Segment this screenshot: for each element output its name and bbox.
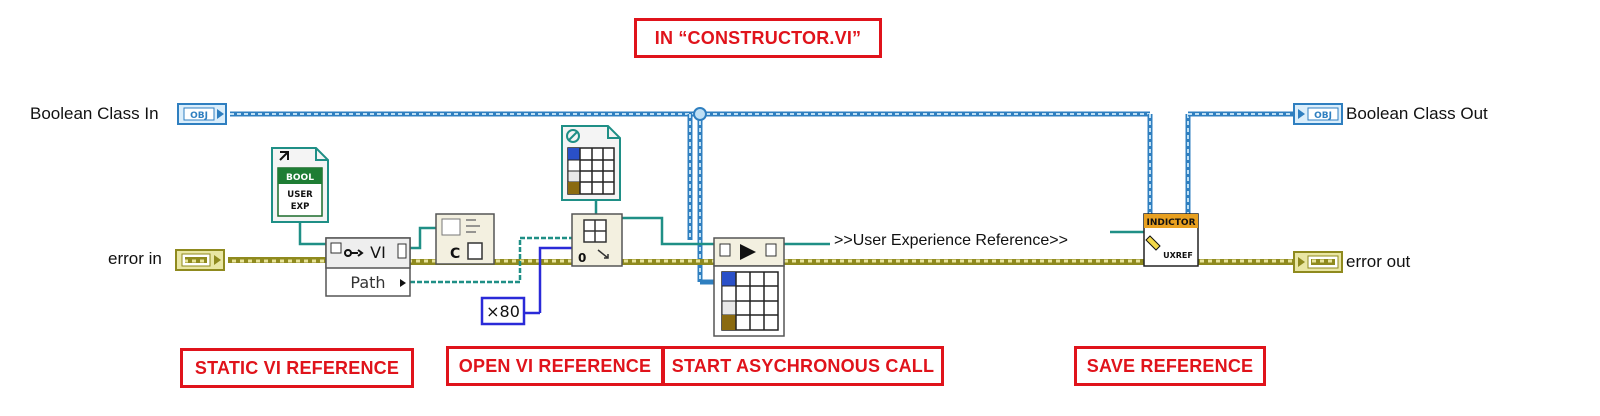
save-reference-callout: SAVE REFERENCE — [1074, 346, 1266, 386]
constructor-vi-callout: IN “CONSTRUCTOR.VI” — [634, 18, 882, 58]
no-symbol-icon — [566, 129, 580, 143]
boolean-class-out-label: Boolean Class Out — [1346, 104, 1488, 123]
static-vi-reference-callout: STATIC VI REFERENCE — [180, 348, 414, 388]
zero-label: 0 — [578, 251, 586, 265]
vi-property-node[interactable]: VI Path — [325, 237, 411, 297]
save-reference-node[interactable]: INDICTOR UXREF — [1143, 213, 1199, 267]
options-constant[interactable]: ×80 — [480, 296, 540, 326]
open-vi-reference-callout: OPEN VI REFERENCE — [446, 346, 664, 386]
error-in-terminal[interactable] — [175, 249, 225, 271]
user-experience-reference-wire-label: >>User Experience Reference>> — [834, 232, 1068, 249]
build-path-node[interactable]: C — [435, 213, 495, 265]
vi-label: VI — [370, 243, 386, 262]
file-icon — [467, 242, 483, 260]
start-async-call-callout: START ASYCHRONOUS CALL — [662, 346, 944, 386]
path-wire[interactable] — [298, 200, 1146, 313]
constant-value: ×80 — [486, 302, 520, 321]
obj-tag-out: OBJ — [1314, 111, 1332, 121]
boolean-class-out-terminal[interactable]: OBJ — [1293, 103, 1343, 125]
vi-file-icon[interactable] — [561, 125, 621, 201]
error-out-terminal[interactable] — [1293, 251, 1343, 273]
pencil-icon — [1145, 235, 1161, 251]
open-vi-reference-node[interactable]: 0 — [571, 213, 623, 267]
boolean-class-in-terminal[interactable]: OBJ — [177, 103, 227, 125]
c-label: C — [450, 246, 460, 262]
static-vi-reference-file-icon[interactable]: BOOL USER EXP — [271, 147, 329, 223]
bool-tag: BOOL — [286, 173, 314, 183]
obj-tag: OBJ — [190, 111, 208, 121]
play-icon — [740, 244, 756, 260]
path-label: Path — [350, 273, 385, 292]
exp-tag: EXP — [291, 202, 310, 212]
indicator-header: INDICTOR — [1146, 218, 1195, 228]
user-tag: USER — [287, 190, 313, 200]
boolean-class-in-label: Boolean Class In — [30, 104, 159, 123]
start-async-call-node[interactable] — [713, 237, 785, 337]
uxref-tag: UXREF — [1163, 251, 1193, 260]
class-wire[interactable] — [230, 107, 1296, 285]
error-in-label: error in — [108, 249, 162, 268]
error-out-label: error out — [1346, 252, 1411, 271]
arrow-icon — [597, 249, 609, 259]
